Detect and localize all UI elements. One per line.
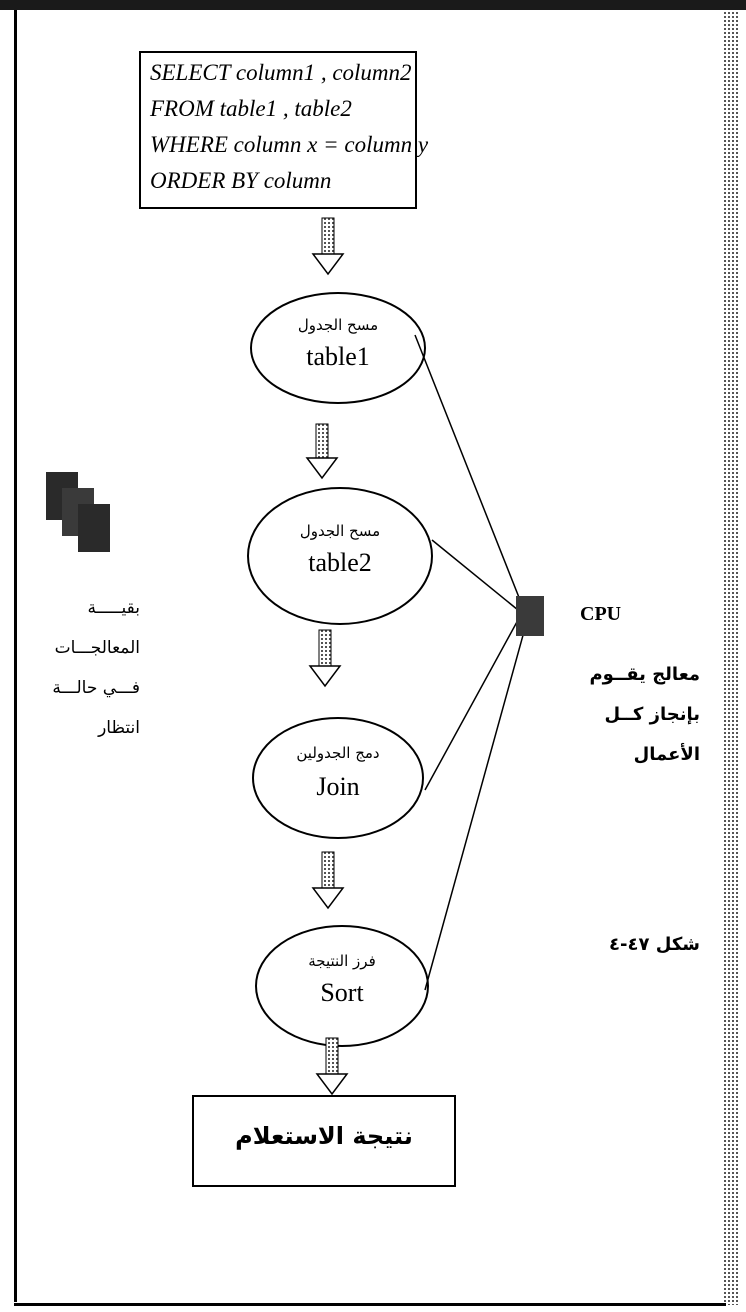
- result-box: [192, 1095, 456, 1187]
- page-border-right: [722, 10, 740, 1305]
- down-arrow-icon: [308, 629, 342, 688]
- waiting-processors-icon: [46, 472, 110, 552]
- page-border-left: [14, 10, 17, 1302]
- step-english-label: Join: [316, 772, 360, 801]
- query-line-order: ORDER BY column: [150, 168, 332, 193]
- step-english-label: Sort: [320, 978, 364, 1007]
- step-arabic-label: مسح الجدول: [297, 316, 379, 334]
- step-ellipse-table2: [247, 487, 433, 625]
- cpu-description-line: معالج يقــوم: [589, 664, 700, 685]
- connector-line: [424, 627, 526, 991]
- down-arrow-icon: [315, 1037, 349, 1096]
- waiting-description-line: فـــي حالـــة: [52, 678, 140, 698]
- figure-caption: شكل ٤٧-٤: [609, 934, 700, 955]
- down-arrow-icon: [311, 851, 345, 910]
- query-box: [139, 51, 417, 209]
- cpu-description-line: الأعمال: [633, 744, 700, 765]
- page-border-bottom: [14, 1303, 726, 1306]
- step-english-label: table2: [308, 548, 372, 577]
- step-ellipse-table1: [250, 292, 426, 404]
- down-arrow-icon: [305, 423, 339, 480]
- waiting-description-line: بقيـــــة: [87, 598, 140, 618]
- query-line-from: FROM table1 , table2: [150, 96, 352, 121]
- connector-line: [414, 334, 523, 606]
- down-arrow-icon: [311, 217, 345, 276]
- step-ellipse-join: [252, 717, 424, 839]
- step-ellipse-sort: [255, 925, 429, 1047]
- step-arabic-label: مسح الجدول: [299, 522, 381, 540]
- waiting-description-line: انتظار: [98, 718, 140, 738]
- cpu-description-line: بإنجاز كــل: [604, 704, 700, 725]
- query-line-where: WHERE column x = column y: [150, 132, 429, 157]
- waiting-description-line: المعالجـــات: [54, 638, 140, 658]
- connector-line: [424, 619, 519, 791]
- cpu-label: CPU: [580, 603, 622, 625]
- step-arabic-label: فرز النتيجة: [308, 952, 376, 970]
- connector-line: [431, 539, 519, 611]
- step-english-label: table1: [306, 342, 370, 371]
- query-line-select: SELECT column1 , column2: [150, 60, 412, 85]
- page-border-top: [0, 0, 746, 10]
- cpu-icon: [516, 596, 544, 636]
- step-arabic-label: دمج الجدولين: [296, 744, 380, 762]
- result-label: نتيجة الاستعلام: [235, 1122, 413, 1150]
